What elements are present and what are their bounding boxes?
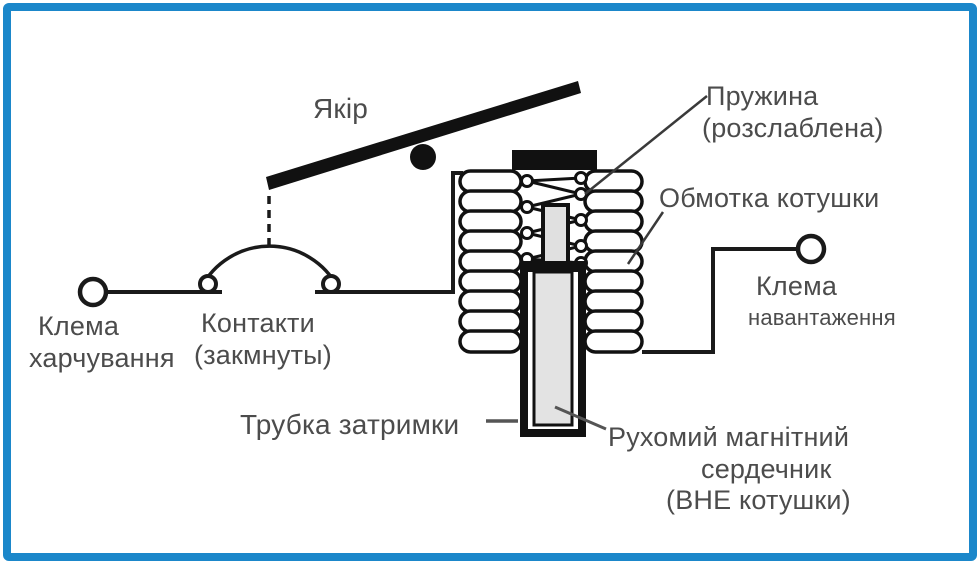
contacts-label-line2: (закмнуты) <box>194 340 332 370</box>
load-terminal-circle <box>795 233 827 265</box>
power-terminal-circle <box>77 276 109 308</box>
contact-arc <box>199 244 340 289</box>
contacts <box>198 244 341 294</box>
load-terminal-label-line2: навантаження <box>748 305 896 330</box>
armature-label: Якір <box>313 93 369 124</box>
tube-top-cap <box>520 261 586 272</box>
contact-right-circle <box>321 274 341 294</box>
core-leader-line <box>554 405 607 431</box>
armature-pivot-circle <box>410 144 436 170</box>
core-label-line2: сердечник <box>701 454 832 484</box>
coil-winding-label: Обмотка котушки <box>659 183 880 213</box>
power-terminal-label-line1: Клема <box>38 311 120 341</box>
coil-winding-right <box>583 169 644 354</box>
tube-bottom <box>520 429 586 437</box>
core-label-line1: Рухомий магнітний <box>608 422 850 452</box>
delay-tube-label: Трубка затримки <box>240 409 460 440</box>
power-terminal-label-line2: харчування <box>29 343 175 373</box>
core-label-line3: (ВНЕ котушки) <box>666 485 851 515</box>
tube-left-wall <box>520 268 528 436</box>
coil-feed-wire-left <box>315 171 463 294</box>
coil-leader-line <box>626 211 665 265</box>
tube-right-wall <box>578 268 586 436</box>
spring-coil-circles <box>520 171 588 270</box>
spring-leader-line <box>584 95 708 195</box>
contacts-label-line1: Контакти <box>201 308 315 338</box>
armature-bar <box>266 81 581 190</box>
coil-winding-left <box>458 169 523 354</box>
delay-tube <box>520 261 586 437</box>
coil-feed-wire-right <box>642 247 797 354</box>
pole-cap <box>512 150 597 170</box>
load-terminal-label-line1: Клема <box>756 271 838 301</box>
spring-label-line2: (розслаблена) <box>702 113 884 143</box>
contact-left-circle <box>198 274 218 294</box>
leader-lines <box>486 95 708 431</box>
core-rod-top <box>541 203 570 269</box>
movable-core <box>532 270 574 427</box>
spring-label-line1: Пружина <box>706 81 819 111</box>
